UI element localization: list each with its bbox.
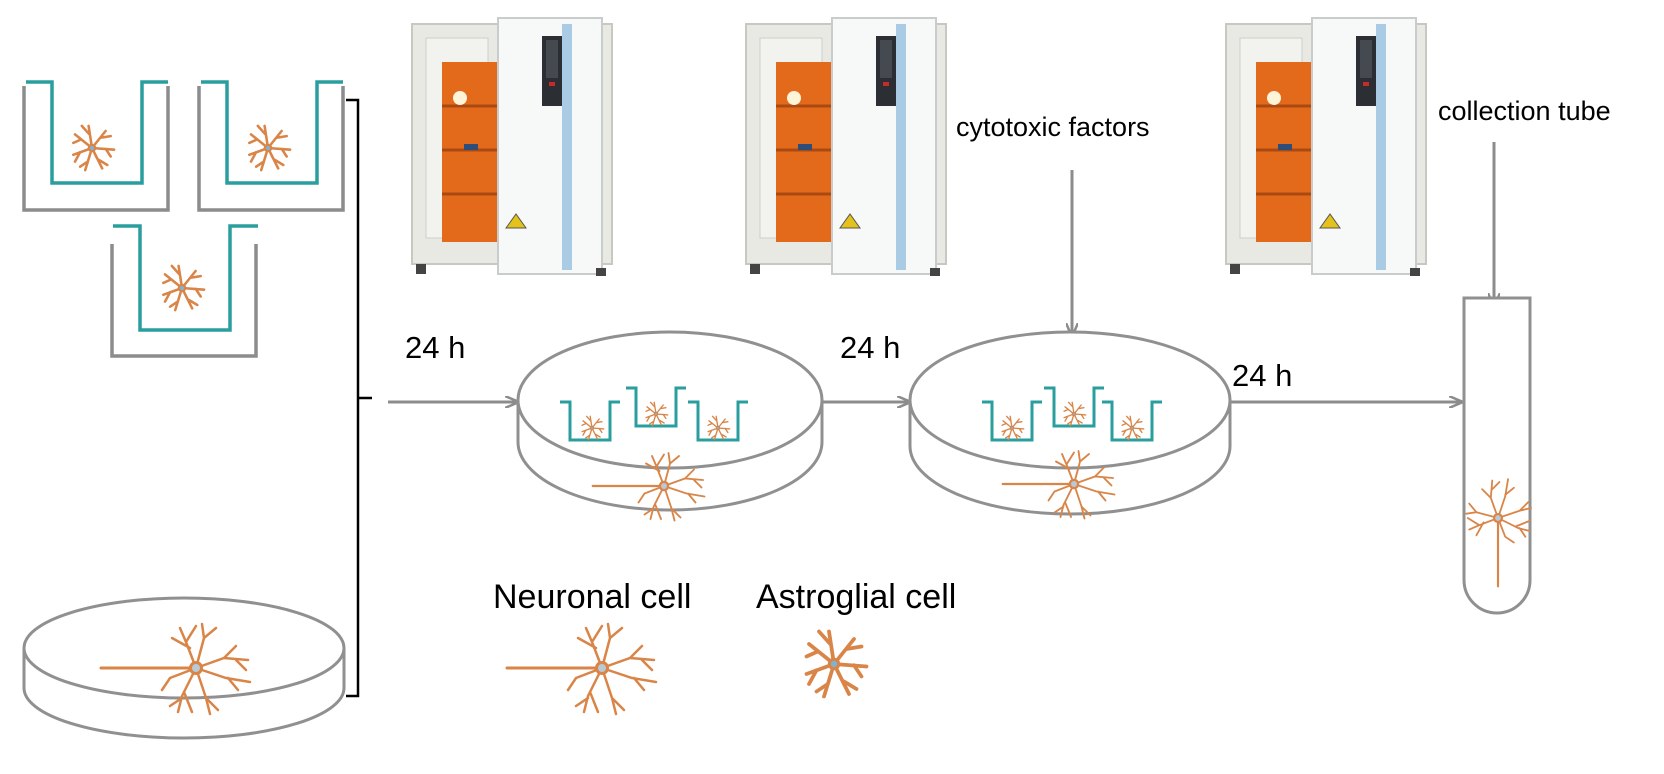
incubator-icon [1224,16,1428,278]
transwell-insert-icon [110,224,258,358]
bracket-icon [346,98,372,698]
step3-time-label: 24 h [1232,358,1293,393]
petri-dish-icon [908,330,1232,520]
collection-tube-label: collection tube [1438,96,1611,126]
step1-time-label: 24 h [405,330,466,365]
incubator-icon [410,16,614,278]
legend-astroglial-label: Astroglial cell [756,578,957,616]
step2-time-label: 24 h [840,330,901,365]
transwell-insert-icon [22,80,170,212]
astrocyte-icon [804,629,869,699]
legend-neuronal-label: Neuronal cell [493,578,692,616]
incubator-icon [744,16,948,278]
cytotoxic-factors-label: cytotoxic factors [956,112,1150,142]
petri-dish-icon [516,330,824,522]
petri-dish-icon [22,596,346,740]
neuron-icon [505,622,658,716]
transwell-insert-icon [197,80,345,212]
collection-tube-icon [1462,296,1533,615]
